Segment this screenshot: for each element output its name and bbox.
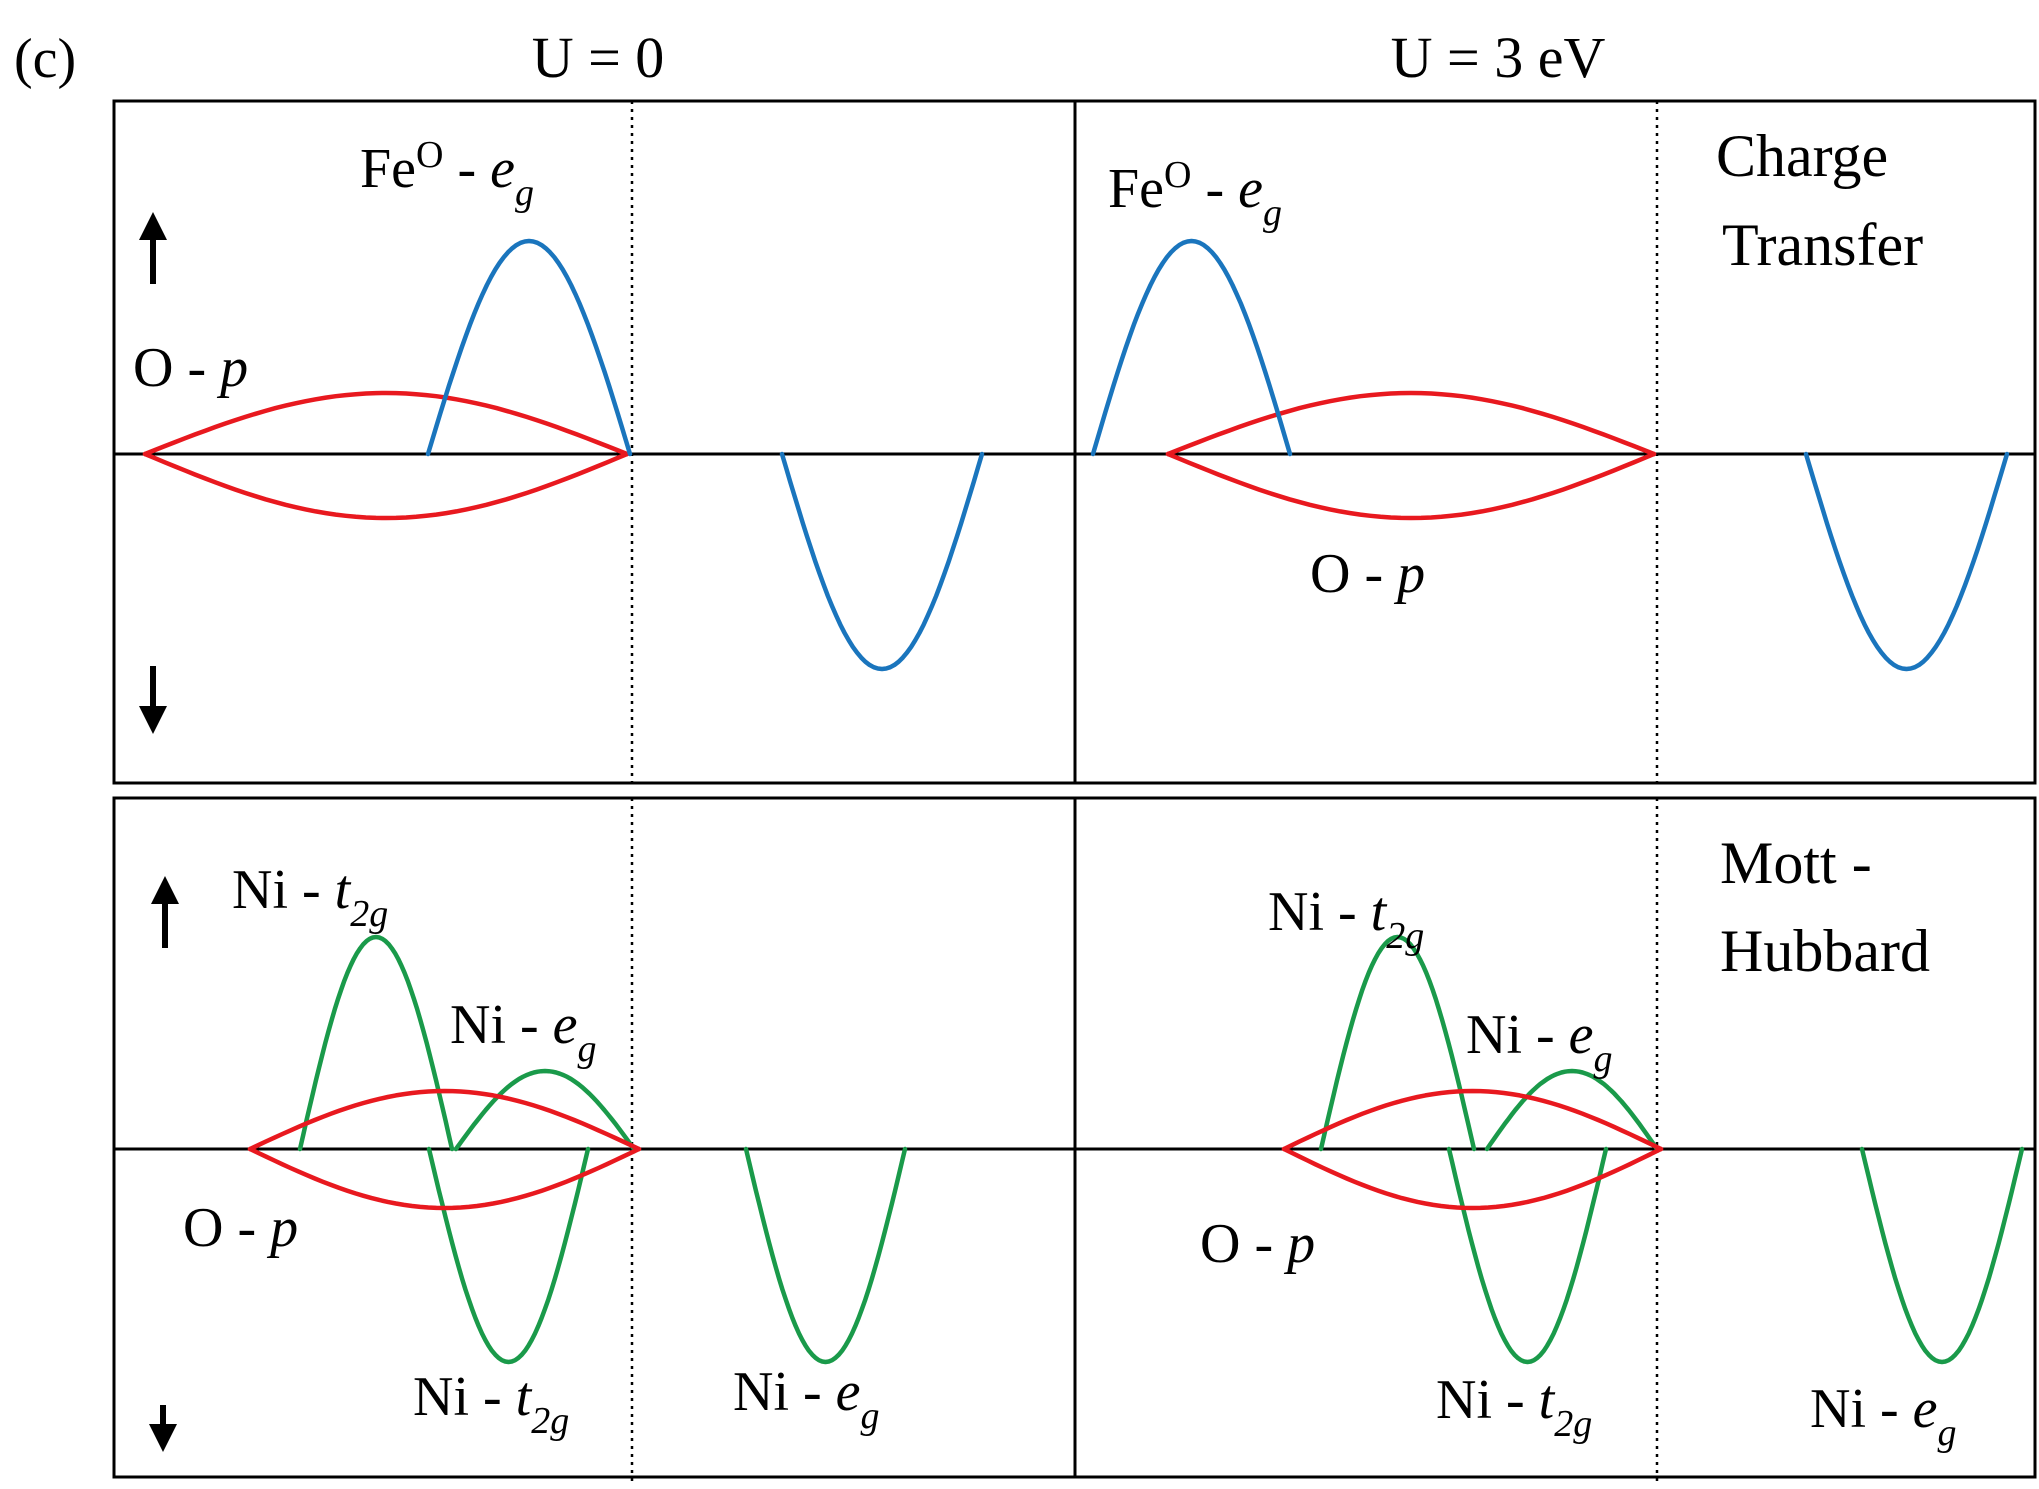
o-p-spin-up-curve-u3 [1165, 390, 1657, 457]
spin-down-arrow-icon [139, 666, 167, 734]
column-header-u0: U = 0 [532, 25, 665, 90]
o-p-spin-up-curve-bottom-u0 [247, 1088, 642, 1152]
ni-t2g-down-label-u0: Ni - t2g [413, 1366, 569, 1442]
o-p-spin-up-curve-u0 [142, 390, 630, 457]
ni-t2g-up-label-u3: Ni - t2g [1268, 881, 1424, 957]
ni-eg-spin-up-curve-u3 [1484, 1068, 1660, 1152]
fe-eg-label-u3: FeO - eg [1108, 154, 1282, 234]
ni-eg-spin-down-curve-u3 [1859, 1146, 2025, 1365]
o-p-label-top-u3: O - p [1310, 543, 1425, 605]
fe-eg-spin-down-curve-u0 [779, 451, 985, 672]
o-p-label-top-u0: O - p [133, 337, 248, 399]
ni-eg-up-label-u0: Ni - eg [450, 994, 597, 1070]
o-p-label-bottom-u3: O - p [1200, 1213, 1315, 1275]
ni-t2g-spin-up-curve-u3 [1318, 934, 1477, 1152]
panel-tag: (c) [14, 28, 76, 90]
ni-t2g-spin-down-curve-u0 [426, 1146, 591, 1365]
spin-up-arrow-icon [139, 212, 167, 284]
charge-transfer-label-line1: Charge [1716, 123, 1888, 189]
o-p-spin-down-curve-u3 [1165, 451, 1657, 521]
ni-t2g-spin-up-curve-u0 [297, 934, 455, 1152]
spin-down-arrow-icon [149, 1405, 177, 1452]
fe-eg-spin-up-curve-u0 [425, 238, 633, 457]
o-p-spin-up-curve-bottom-u3 [1281, 1088, 1664, 1152]
ni-eg-spin-up-curve-u0 [453, 1068, 637, 1152]
ni-t2g-up-label-u0: Ni - t2g [232, 859, 388, 935]
o-p-label-bottom-u0: O - p [183, 1197, 298, 1259]
fe-eg-spin-down-curve-u3 [1803, 451, 2010, 672]
ni-eg-spin-down-curve-u0 [743, 1146, 908, 1365]
charge-transfer-label-line2: Transfer [1722, 212, 1923, 278]
mott-hubbard-panel: Ni - t2g Ni - eg O - p Ni - t2g Ni - eg … [112, 796, 2037, 1486]
ni-eg-up-label-u3: Ni - eg [1466, 1004, 1613, 1080]
o-p-spin-down-curve-bottom-u0 [247, 1146, 642, 1211]
ni-eg-down-label-u3: Ni - eg [1810, 1378, 1957, 1454]
ni-t2g-down-label-u3: Ni - t2g [1436, 1369, 1592, 1445]
charge-transfer-panel: FeO - eg O - p FeO - eg O - p Charge Tra… [112, 99, 2037, 785]
ni-eg-down-label-u0: Ni - eg [733, 1361, 880, 1437]
o-p-spin-down-curve-u0 [142, 451, 630, 521]
spin-up-arrow-icon [151, 876, 179, 948]
mott-hubbard-label-line1: Mott - [1720, 830, 1872, 896]
fe-eg-label-u0: FeO - eg [360, 134, 534, 214]
fe-eg-spin-up-curve-u3 [1090, 238, 1293, 457]
mott-hubbard-label-line2: Hubbard [1720, 918, 1930, 984]
ni-t2g-spin-down-curve-u3 [1446, 1146, 1609, 1365]
o-p-spin-down-curve-bottom-u3 [1281, 1146, 1664, 1211]
column-header-u3: U = 3 eV [1391, 25, 1606, 90]
